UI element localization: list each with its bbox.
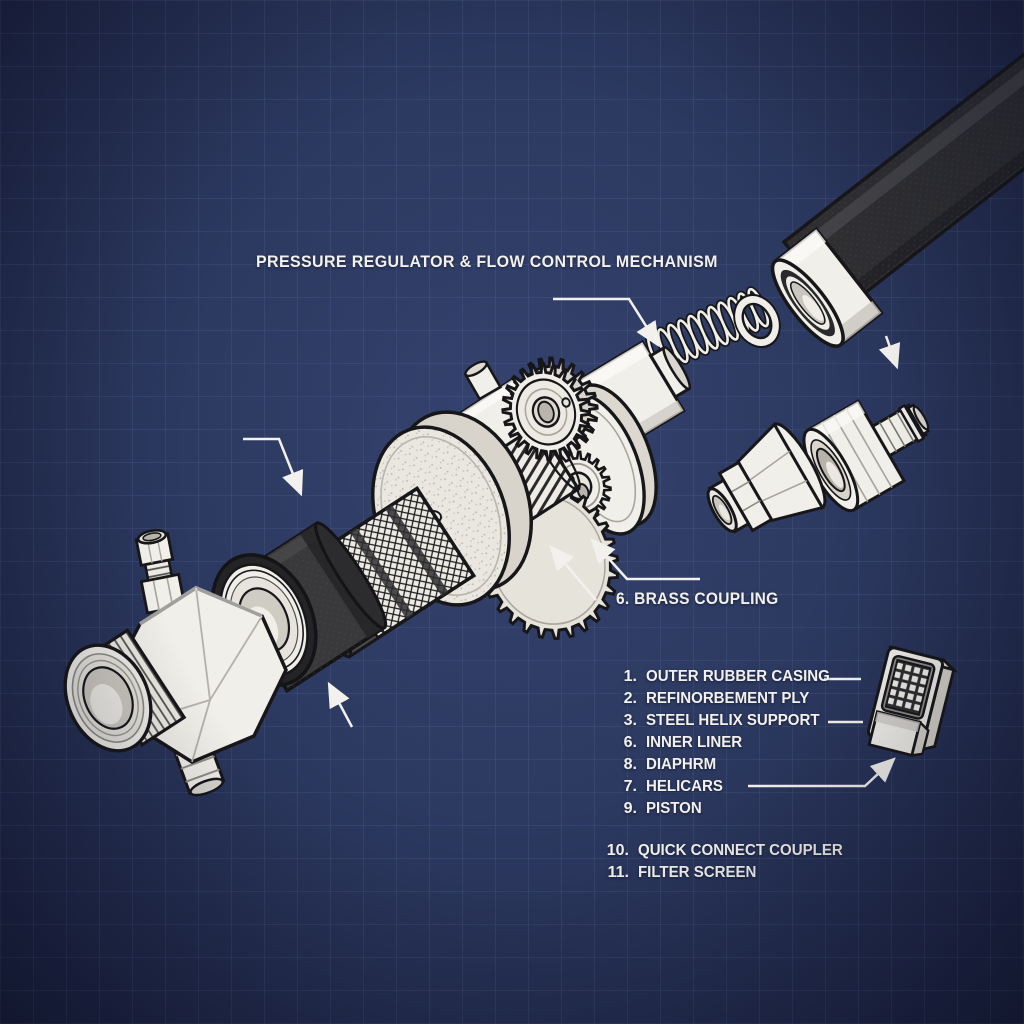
gear-leader-arrow <box>549 545 597 601</box>
housing-peg <box>463 360 503 401</box>
diagram-title: PRESSURE REGULATOR & FLOW CONTROL MECHAN… <box>256 252 718 271</box>
filter-screen <box>866 645 959 757</box>
part-number: 6. <box>623 734 637 751</box>
part-number: 7. <box>623 778 637 795</box>
parts-list-item: 1. OUTER RUBBER CASING <box>610 666 842 688</box>
part-label: FILTER SCREEN <box>638 864 757 881</box>
parts-list-item: 9. PISTON <box>610 798 842 820</box>
part-number: 3. <box>623 712 637 729</box>
parts-list-item: 6. INNER LINER <box>610 732 842 754</box>
large-spur-gear <box>490 346 611 473</box>
valve-body <box>63 529 288 797</box>
hex-coupler <box>706 421 827 534</box>
part-number: 10. <box>606 842 629 859</box>
part-label: PISTON <box>646 800 702 817</box>
filter-leader-arrow <box>748 757 896 788</box>
part-number: 2. <box>623 690 637 707</box>
part-number: 1. <box>623 668 637 685</box>
leader-lines <box>243 297 901 788</box>
title-leader-arrow <box>553 297 660 348</box>
parts-list-extra: 10. QUICK CONNECT COUPLER 11. FILTER SCREE… <box>602 840 856 884</box>
part-label: QUICK CONNECT COUPLER <box>638 842 843 859</box>
rubber-hose <box>770 48 1024 348</box>
part-number: 9. <box>623 800 637 817</box>
parts-list-item: 3. STEEL HELIX SUPPORT <box>610 710 842 732</box>
part-label: REFINORBEMENT PLY <box>646 690 810 707</box>
part-label: HELICARS <box>646 778 723 795</box>
part-label: OUTER RUBBER CASING <box>646 668 830 685</box>
parts-list-item: 2. REFINORBEMENT PLY <box>610 688 842 710</box>
parts-list-item: 11. FILTER SCREEN <box>602 862 856 884</box>
hose-leader-arrow <box>878 335 901 370</box>
part-number: 11. <box>607 864 629 881</box>
knurl-leader-arrow <box>243 437 304 497</box>
parts-list-item: 10. QUICK CONNECT COUPLER <box>602 840 856 862</box>
retaining-oring <box>733 293 781 349</box>
parts-list-item: 7. HELICARS <box>610 776 842 798</box>
part-number: 8. <box>623 756 637 773</box>
parts-list: 1. OUTER RUBBER CASING 2. REFINORBEMENT PL… <box>610 666 842 820</box>
part-label: INNER LINER <box>646 734 743 751</box>
part-label: DIAPHRM <box>646 756 717 773</box>
hose-end-collar <box>770 226 884 348</box>
parts-list-item: 8. DIAPHRM <box>610 754 842 776</box>
flange-coupler <box>802 399 931 513</box>
casing-leader-arrow <box>327 681 354 728</box>
part-label: STEEL HELIX SUPPORT <box>646 712 820 729</box>
brass-coupling-callout: 6. BRASS COUPLING <box>616 590 779 608</box>
brass-coupling-leader-arrow <box>590 538 700 581</box>
